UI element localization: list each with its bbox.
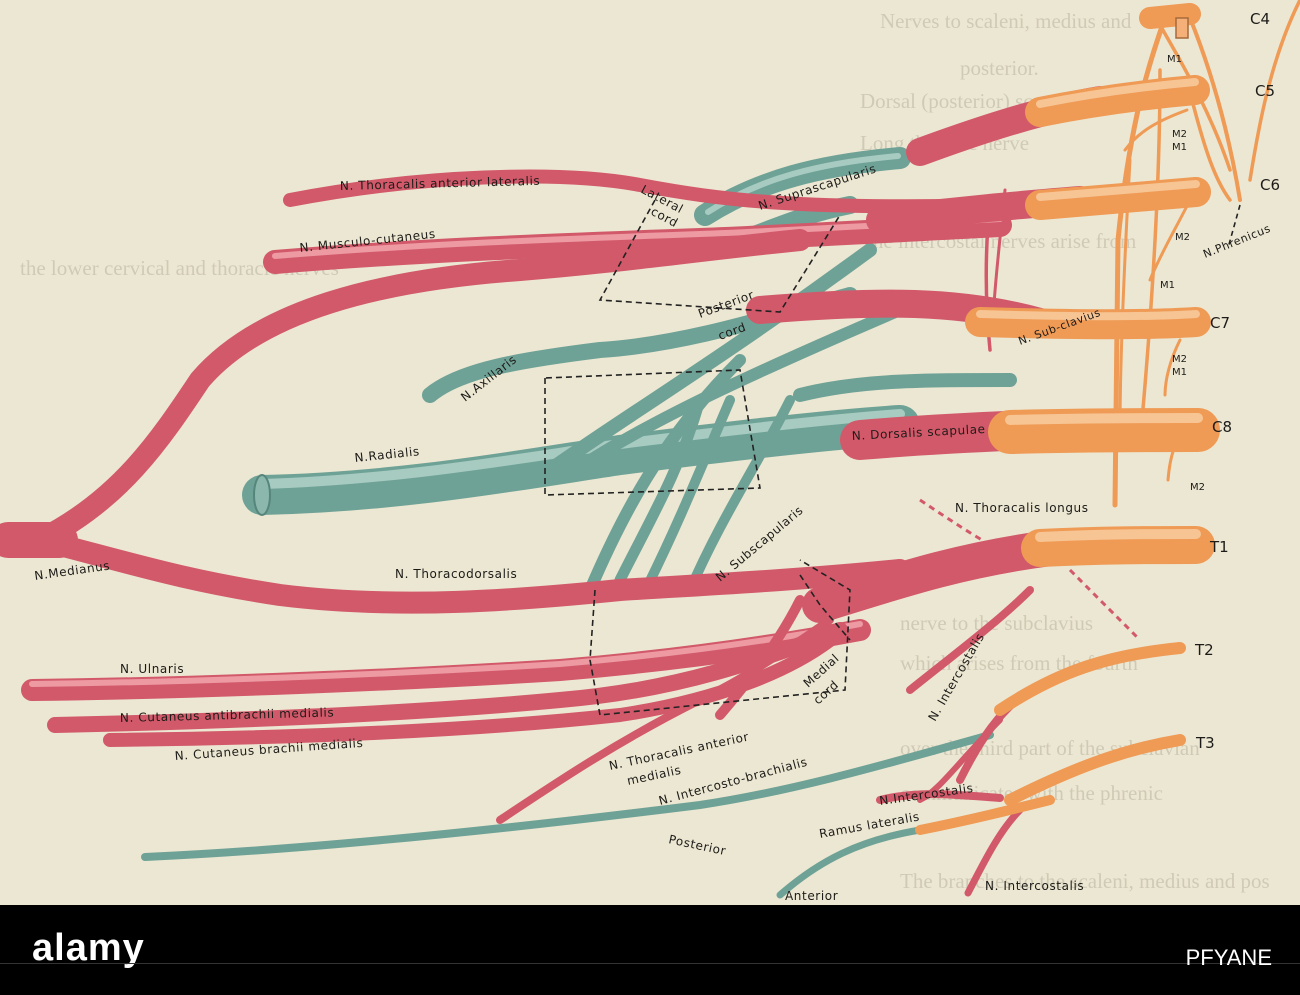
- spinal-roots: [746, 3, 1220, 835]
- radialis-cut-end: [253, 474, 271, 516]
- watermark-footer: alamy PFYANE: [0, 905, 1300, 995]
- posterior-ramus: [776, 826, 924, 899]
- label-m1: M1: [1160, 280, 1175, 291]
- bg-text-line: Nerves to scaleni, medius and: [880, 9, 1132, 33]
- label-c8: C8: [1212, 418, 1232, 436]
- label-t2: T2: [1194, 641, 1214, 659]
- root-c7: [965, 307, 1211, 340]
- label-intercostalis-1: N. Intercostalis: [925, 631, 987, 724]
- medial-cord-outline: [589, 559, 851, 716]
- footer-divider: [0, 963, 1300, 964]
- cutaneus-antibrachii-medialis: [47, 622, 848, 733]
- label-phrenicus: N.Phrenicus: [1201, 222, 1272, 261]
- phrenic-upper: [1248, 0, 1300, 182]
- bg-text-line: The branches to the scaleni, medius and …: [900, 869, 1270, 893]
- label-m1: M1: [1172, 142, 1187, 153]
- label-anterior: Anterior: [785, 889, 838, 903]
- intercosto-brachialis-nerve: [141, 731, 994, 861]
- label-c7: C7: [1210, 314, 1230, 332]
- dorsalis-scapulae-nerve: [793, 373, 1017, 402]
- intercostalis-3-lower: [964, 806, 1024, 897]
- medianus-upper-root: [29, 229, 811, 551]
- thoracalis-anterior-lateralis: [283, 169, 1007, 214]
- intercostal-ramus: [915, 795, 1055, 835]
- root-c8: [988, 408, 1220, 454]
- label-intercostalis-3: N. Intercostalis: [985, 879, 1084, 893]
- root-c6: [1025, 177, 1211, 220]
- alamy-logo: alamy: [32, 927, 145, 969]
- thoracodorsalis-nerve: [584, 354, 746, 596]
- bg-text-line: posterior.: [960, 56, 1039, 80]
- label-m1: M1: [1172, 367, 1187, 378]
- label-m2: M2: [1172, 129, 1187, 140]
- medianus-lower-root: [29, 529, 911, 614]
- label-radialis: N.Radialis: [354, 444, 421, 465]
- root-labels: C4 C5 C6 C7 C8 T1 T2 T3 M1 M2 M1 M2 M1 M…: [1160, 10, 1280, 752]
- label-posterior: Posterior: [667, 832, 727, 858]
- ulnaris-nerve: [21, 619, 871, 701]
- c5-branch: [1190, 98, 1232, 202]
- label-m2: M2: [1175, 232, 1190, 243]
- ramus-lateralis-red: [876, 790, 1004, 804]
- cord-outlines: [544, 199, 851, 716]
- brachial-plexus-diagram: Nerves to scaleni, medius and posterior.…: [0, 0, 1300, 903]
- label-thoracodorsalis: N. Thoracodorsalis: [395, 567, 517, 581]
- root-c4: [1139, 3, 1201, 29]
- lateral-cord-outline: [598, 199, 841, 313]
- label-ulnaris: N. Ulnaris: [120, 662, 184, 676]
- label-t1: T1: [1209, 538, 1229, 556]
- cord-nerves: [0, 169, 1034, 897]
- subscapularis-upper: [643, 395, 735, 590]
- radialis-nerve: [242, 405, 920, 515]
- anatomical-plate: Nerves to scaleni, medius and posterior.…: [0, 0, 1300, 905]
- label-c6: C6: [1260, 176, 1280, 194]
- label-t3: T3: [1195, 734, 1215, 752]
- lateral-twig: [917, 717, 1003, 803]
- root-t1: [1021, 526, 1215, 567]
- label-m2: M2: [1172, 354, 1187, 365]
- subscapularis-branch: [685, 395, 795, 595]
- root-c5: [1025, 75, 1210, 127]
- posterior-cord-outline: [544, 369, 761, 496]
- label-c4: C4: [1250, 10, 1270, 28]
- phrenic-dashed: [1227, 204, 1241, 249]
- m1-branch: [1123, 108, 1189, 152]
- image-code: PFYANE: [1185, 945, 1272, 970]
- label-m1: M1: [1167, 54, 1182, 65]
- thoracalis-anterior-medialis-branch: [496, 616, 834, 824]
- subscapularis-lower: [614, 394, 706, 586]
- posterior-cord-fiber: [543, 243, 877, 477]
- label-thoracalis-anterior-lateralis: N. Thoracalis anterior lateralis: [340, 174, 541, 193]
- root-t3: [1004, 734, 1186, 806]
- label-thoracalis-longus: N. Thoracalis longus: [955, 501, 1089, 515]
- c4-branch: [1188, 16, 1242, 202]
- label-medianus: N.Medianus: [33, 558, 111, 582]
- label-c5: C5: [1255, 82, 1275, 100]
- m-branch-c7: [1163, 338, 1182, 397]
- label-m2: M2: [1190, 482, 1205, 493]
- m2-branch: [1148, 198, 1192, 282]
- intercostalis-1: [906, 586, 1034, 694]
- root-t2: [994, 642, 1186, 716]
- cutaneus-brachii-medialis: [103, 633, 837, 747]
- label-cutaneus-antibrachii-medialis: N. Cutaneus antibrachii medialis: [120, 705, 335, 725]
- medial-anterior-thoracic: [715, 595, 805, 720]
